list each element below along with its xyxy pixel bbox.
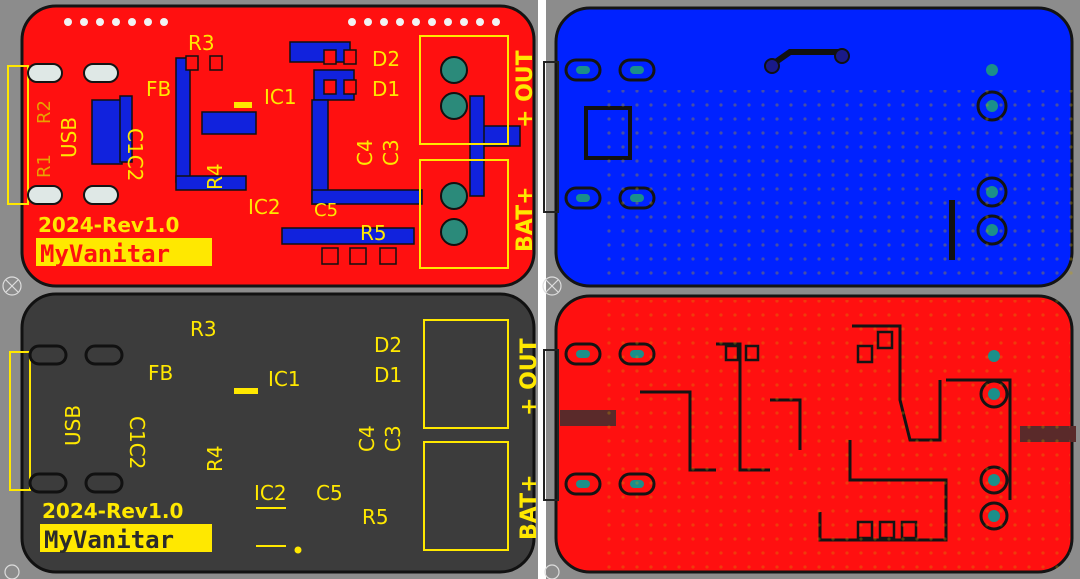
view-top-silkscreen[interactable]: R3 FB IC1 D2 D1 IC2 C5 R5 C4 C3 R4 C1C2 … [9, 292, 542, 574]
label-r5: R5 [360, 221, 387, 245]
label-c5: C5 [316, 481, 343, 505]
via-field [600, 90, 1080, 280]
brand-box [40, 524, 212, 552]
usb-pads [28, 344, 124, 494]
label-c1c2: C1C2 [125, 416, 149, 469]
label-bat: BAT+ [513, 186, 538, 252]
label-out: + OUT [513, 50, 538, 128]
view-bottom-layer[interactable] [543, 6, 1080, 288]
ic1-pin1-marker [234, 388, 258, 394]
via-field [600, 300, 1070, 570]
label-revision: 2024-Rev1.0 [42, 499, 183, 523]
label-r5: R5 [362, 505, 389, 529]
usb-outline [543, 349, 559, 501]
terminal-pads [440, 56, 468, 246]
label-r2: R2 [34, 100, 55, 124]
usb-outline [7, 65, 29, 205]
label-c4: C4 [355, 425, 379, 452]
label-c1c2: C1C2 [123, 128, 147, 181]
label-d2: D2 [374, 333, 402, 357]
smd-pads [185, 49, 397, 265]
label-r1: R1 [34, 154, 55, 178]
view-top-layer[interactable]: R3 FB IC1 D2 D1 IC2 C5 R5 C4 C3 R4 C1C2 … [7, 4, 538, 288]
label-d1: D1 [372, 77, 400, 101]
usb-outline [543, 61, 559, 213]
mounting-marker [2, 276, 562, 579]
terminal-out-outline [419, 35, 509, 145]
label-ic2: IC2 [248, 195, 281, 219]
label-r3: R3 [188, 31, 215, 55]
traces [91, 41, 521, 245]
label-d1: D1 [374, 363, 402, 387]
label-r4: R4 [203, 445, 227, 472]
label-usb: USB [57, 117, 81, 158]
board-outline [20, 4, 536, 288]
board-outline [20, 292, 536, 574]
label-brand: MyVanitar [40, 240, 170, 268]
terminal-out-outline [423, 319, 509, 429]
label-d2: D2 [372, 47, 400, 71]
label-ic1: IC1 [264, 85, 297, 109]
label-c4: C4 [353, 139, 377, 166]
label-revision: 2024-Rev1.0 [38, 213, 179, 237]
ic1-pin1-marker [234, 102, 252, 108]
label-out: + OUT [517, 338, 542, 416]
label-c3: C3 [381, 425, 405, 452]
brand-box [36, 238, 212, 266]
label-r3: R3 [190, 317, 217, 341]
label-r4: R4 [203, 163, 227, 190]
label-c5: C5 [314, 200, 338, 221]
label-bat: BAT+ [517, 474, 542, 540]
label-usb: USB [61, 405, 85, 446]
terminal-bat-outline [419, 159, 509, 269]
usb-pads [27, 63, 119, 205]
label-brand: MyVanitar [44, 526, 174, 554]
view-divider [538, 0, 546, 579]
label-fb: FB [148, 361, 173, 385]
label-c3: C3 [379, 139, 403, 166]
label-ic1: IC1 [268, 367, 301, 391]
usb-outline [9, 351, 31, 491]
label-ic2: IC2 [254, 481, 287, 505]
view-bottom-copper[interactable] [543, 294, 1076, 574]
label-fb: FB [146, 77, 171, 101]
terminal-bat-outline [423, 441, 509, 551]
header-pins [64, 18, 500, 26]
